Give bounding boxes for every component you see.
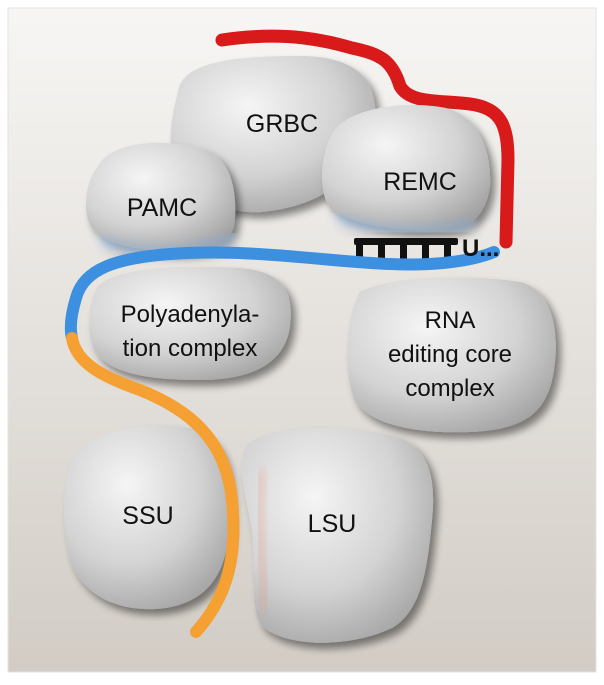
ssu-label: SSU bbox=[122, 502, 173, 530]
mrna-strand-orange bbox=[66, 332, 240, 638]
pamc-label: PAMC bbox=[127, 194, 197, 222]
editing-core-label-line3: complex bbox=[405, 375, 494, 402]
editing-core-label-line1: RNA bbox=[425, 307, 476, 334]
editing-core-complex bbox=[347, 277, 556, 433]
polyadenylation-label-line1: Polyadenyla- bbox=[121, 301, 260, 328]
guide-rna-strand bbox=[215, 29, 515, 249]
polyadenylation-label-line2: tion complex bbox=[123, 335, 258, 362]
anchor-base-pairing bbox=[354, 238, 458, 262]
lsu-label: LSU bbox=[308, 510, 357, 538]
lsu-complex bbox=[241, 428, 434, 643]
polyadenylation-complex bbox=[89, 266, 291, 380]
editing-core-label-line2: editing core bbox=[388, 341, 512, 368]
grbc-label: GRBC bbox=[246, 110, 318, 138]
uridine-tail-label: U... bbox=[462, 235, 499, 262]
mrna-strand-blue bbox=[64, 246, 500, 344]
remc-complex bbox=[321, 105, 491, 233]
ssu-complex bbox=[64, 425, 231, 610]
remc-label: REMC bbox=[383, 168, 457, 196]
